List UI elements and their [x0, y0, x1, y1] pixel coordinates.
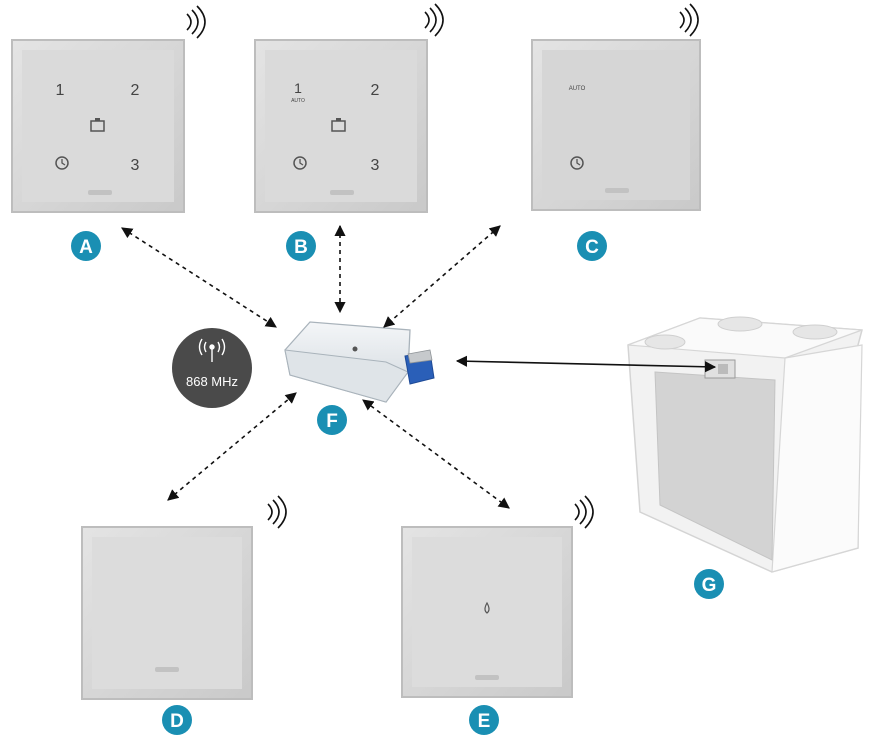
- wifi-signal-icon: [267, 495, 287, 529]
- badge-f: F: [317, 405, 347, 435]
- badge-g: G: [694, 569, 724, 599]
- remote-e: [401, 526, 573, 698]
- remote-b-button-1: 1: [294, 80, 302, 96]
- remote-a-button-2: 2: [131, 82, 140, 99]
- schedule-clock-icon: [55, 156, 69, 170]
- link-f-g: [455, 355, 717, 373]
- usb-dongle: [284, 321, 435, 403]
- badge-g-label: G: [702, 575, 717, 596]
- link-c-f: [383, 225, 501, 328]
- remote-c-auto-label: AUTO: [569, 86, 586, 92]
- badge-f-label: F: [326, 411, 338, 432]
- badge-a: A: [71, 231, 101, 261]
- usb-plug-icon: [404, 349, 435, 385]
- wifi-signal-icon: [679, 3, 699, 37]
- humidity-drop-icon: [484, 601, 490, 614]
- schedule-clock-icon: [570, 156, 584, 170]
- remote-b-auto-label: AUTO: [291, 98, 305, 104]
- link-e-f: [362, 399, 510, 509]
- remote-a-button-3: 3: [131, 157, 140, 174]
- frequency-badge: 868 MHz: [172, 328, 252, 408]
- away-icon: [331, 118, 346, 132]
- badge-e: E: [469, 705, 499, 735]
- wifi-signal-icon: [424, 3, 444, 37]
- remote-b: 1 AUTO 2 3: [254, 39, 428, 213]
- remote-d: [81, 526, 253, 700]
- badge-d: D: [162, 705, 192, 735]
- badge-a-label: A: [79, 237, 93, 258]
- link-d-f: [167, 392, 297, 501]
- remote-c: AUTO: [531, 39, 701, 211]
- away-icon: [90, 118, 105, 132]
- link-a-f: [121, 227, 277, 328]
- remote-a: 1 2 3: [11, 39, 185, 213]
- wifi-signal-icon: [186, 5, 206, 39]
- antenna-icon: [198, 338, 226, 362]
- frequency-label: 868 MHz: [186, 374, 238, 389]
- remote-b-button-2: 2: [371, 82, 380, 99]
- remote-b-button-3: 3: [371, 157, 380, 174]
- ventilation-unit: [627, 316, 863, 573]
- badge-b-label: B: [294, 237, 308, 258]
- wifi-signal-icon: [574, 495, 594, 529]
- remote-a-button-1: 1: [56, 82, 65, 99]
- badge-e-label: E: [478, 711, 491, 732]
- badge-c-label: C: [585, 237, 599, 258]
- badge-c: C: [577, 231, 607, 261]
- badge-b: B: [286, 231, 316, 261]
- rf-links: [121, 224, 717, 509]
- badge-d-label: D: [170, 711, 184, 732]
- schedule-clock-icon: [293, 156, 307, 170]
